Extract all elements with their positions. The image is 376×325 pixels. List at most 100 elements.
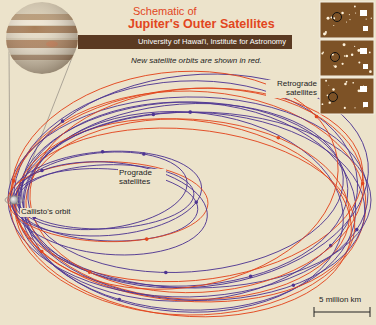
star <box>369 52 371 54</box>
subtitle-text: Schematic of <box>132 5 198 17</box>
star <box>325 33 326 34</box>
institution-text: University of Hawai'i, Institute for Ast… <box>138 37 286 47</box>
bright-star <box>360 48 367 54</box>
bright-star <box>363 102 368 107</box>
star <box>344 107 346 109</box>
retrograde-orbit-path <box>11 57 376 304</box>
jupiter-band <box>0 0 90 80</box>
star <box>358 61 360 63</box>
satellite-dot <box>142 152 146 156</box>
star <box>369 70 372 73</box>
retrograde-orbit <box>11 57 376 304</box>
prograde-orbit-path <box>7 145 204 242</box>
retrograde-orbit-path <box>0 53 351 307</box>
jupiter-shade <box>6 2 78 74</box>
retrograde-orbit-path <box>17 101 350 323</box>
satellite-dot <box>355 228 359 232</box>
retrograde-orbit <box>25 80 369 301</box>
retrograde-orbit-path <box>8 88 368 318</box>
retrograde-orbit-path <box>25 80 369 301</box>
star <box>357 49 360 52</box>
prograde-orbit-path <box>12 144 191 238</box>
scale-line <box>314 311 370 312</box>
scale-label: 5 million km <box>318 296 362 305</box>
image-panel <box>320 2 374 38</box>
scale-tick <box>370 307 371 317</box>
retrograde-orbit <box>3 102 361 325</box>
retrograde-orbit <box>8 115 362 316</box>
bright-star <box>363 26 368 31</box>
star <box>332 88 335 91</box>
prograde-orbit <box>7 143 205 242</box>
retrograde-orbit-path <box>20 106 368 306</box>
satellite-dot <box>88 270 92 274</box>
star <box>352 82 354 84</box>
retrograde-orbit <box>17 99 350 323</box>
star <box>346 81 348 83</box>
star <box>342 63 344 65</box>
star <box>327 94 329 96</box>
scale-tick <box>314 307 315 317</box>
retrograde-orbit-path <box>5 103 362 325</box>
star <box>346 81 347 82</box>
star <box>343 43 346 46</box>
orbit-label: Callisto's orbit <box>20 208 72 217</box>
star <box>327 17 330 20</box>
star <box>371 18 372 19</box>
star <box>321 52 323 54</box>
satellite-dot <box>292 283 296 287</box>
satellite-dot <box>145 237 149 241</box>
star <box>323 33 326 36</box>
bright-star <box>363 64 368 69</box>
star <box>333 25 334 26</box>
satellite-marker <box>333 13 342 22</box>
image-panel <box>320 78 374 114</box>
star <box>345 55 348 58</box>
star <box>349 19 350 20</box>
star <box>333 65 334 66</box>
retrograde-orbit <box>6 94 369 300</box>
star <box>355 12 356 13</box>
retrograde-orbit-path <box>8 72 363 310</box>
prograde-orbit-path <box>17 162 195 232</box>
retrograde-orbit-path <box>22 93 349 283</box>
discovery-images <box>320 2 374 114</box>
star <box>341 12 344 15</box>
title-band: University of Hawai'i, Institute for Ast… <box>78 35 292 49</box>
star <box>366 18 367 19</box>
callisto-orbit <box>5 196 23 204</box>
prograde-orbit <box>17 162 195 232</box>
retrograde-orbit-path <box>8 115 362 316</box>
image-panel <box>320 40 374 76</box>
star <box>344 44 346 46</box>
group-label: Prograde satellites <box>118 169 166 187</box>
star <box>354 6 356 8</box>
satellite-dot <box>164 271 168 275</box>
orbits <box>0 53 376 325</box>
jupiter-image <box>0 0 90 81</box>
star <box>325 80 327 82</box>
retrograde-orbit <box>4 74 371 296</box>
bright-star <box>360 10 367 16</box>
retrograde-orbit <box>22 93 349 283</box>
satellite-dot <box>194 200 198 204</box>
retrograde-orbit <box>20 106 368 306</box>
satellite-marker <box>331 53 340 62</box>
star <box>354 46 355 47</box>
satellite-marker <box>329 93 338 102</box>
note-text: New satellite orbits are shown in red. <box>130 57 263 66</box>
star <box>329 101 331 103</box>
retrograde-orbit <box>8 88 368 318</box>
retrograde-orbit <box>8 72 363 310</box>
star <box>351 54 353 56</box>
star <box>334 65 337 68</box>
scale-bar <box>314 307 370 317</box>
star <box>344 55 345 56</box>
prograde-orbit <box>12 144 191 238</box>
diagram-title: Jupiter's Outer Satellites <box>128 18 275 32</box>
satellite-dot <box>61 119 65 123</box>
retrograde-orbit-path <box>6 94 369 300</box>
satellite-dot <box>276 136 280 140</box>
star <box>349 14 350 15</box>
